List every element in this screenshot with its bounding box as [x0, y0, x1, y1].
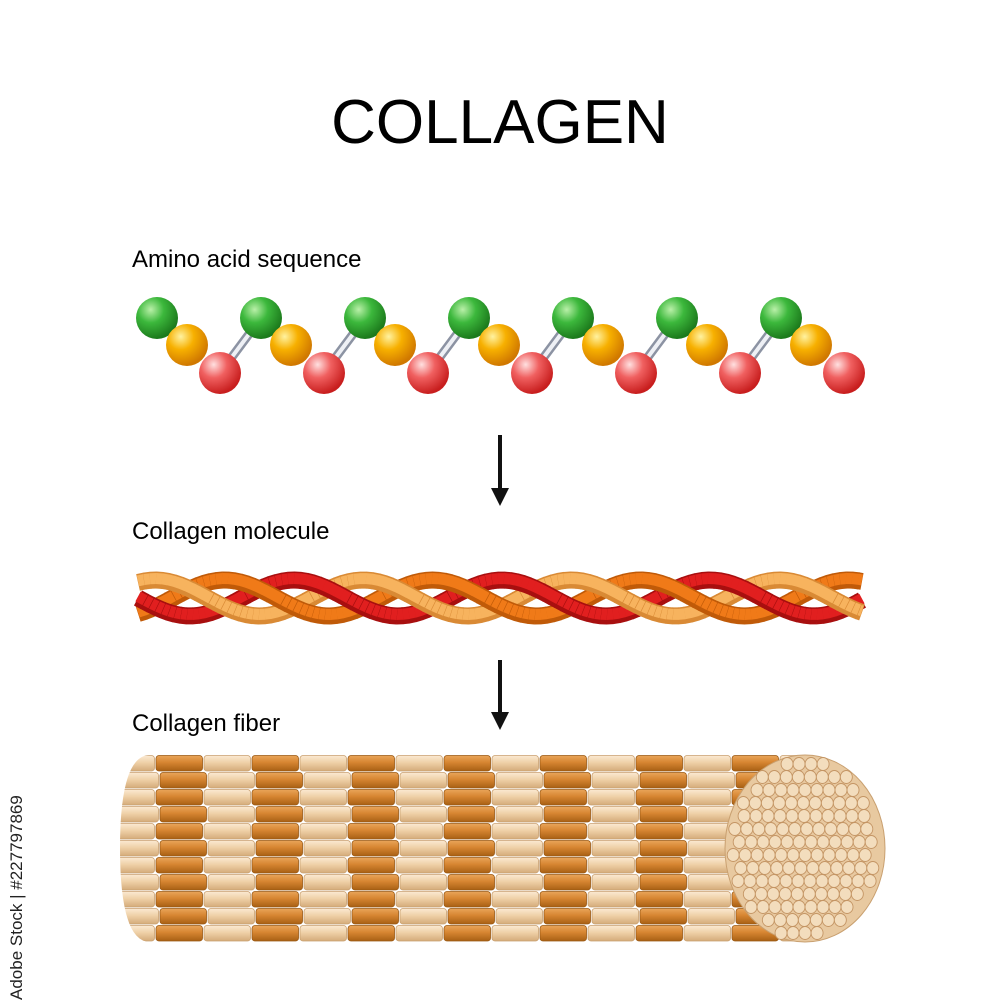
collagen-fiber-label: Collagen fiber: [132, 710, 281, 737]
glycine-residue: [136, 297, 178, 339]
proline-residue: [582, 324, 624, 366]
arrow-down-icon: [491, 660, 509, 730]
proline-residue: [790, 324, 832, 366]
hydroxyproline-residue: [303, 352, 345, 394]
proline-residue: [478, 324, 520, 366]
hydroxyproline-residue: [719, 352, 761, 394]
arrow-down-icon: [491, 435, 509, 506]
hydroxyproline-residue: [615, 352, 657, 394]
glycine-residue: [448, 297, 490, 339]
glycine-residue: [760, 297, 802, 339]
proline-residue: [374, 324, 416, 366]
hydroxyproline-residue: [199, 352, 241, 394]
proline-residue: [166, 324, 208, 366]
collagen-fiber-bundle: [120, 754, 886, 943]
proline-residue: [270, 324, 312, 366]
amino-acid-sequence-label: Amino acid sequence: [132, 246, 362, 273]
glycine-residue: [552, 297, 594, 339]
hydroxyproline-residue: [407, 352, 449, 394]
amino-acid-chain: [136, 297, 865, 394]
hydroxyproline-residue: [823, 352, 865, 394]
diagram-title: COLLAGEN: [331, 88, 669, 157]
hydroxyproline-residue: [511, 352, 553, 394]
collagen-molecule-label: Collagen molecule: [132, 518, 330, 545]
proline-residue: [686, 324, 728, 366]
glycine-residue: [656, 297, 698, 339]
glycine-residue: [344, 297, 386, 339]
collagen-triple-helix: [133, 571, 867, 625]
glycine-residue: [240, 297, 282, 339]
